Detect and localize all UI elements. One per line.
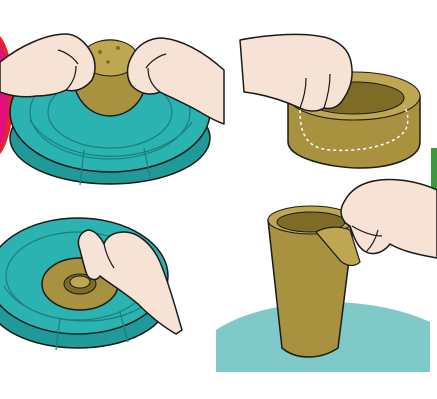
hand-pinching-wall-icon <box>240 34 352 111</box>
step-3-opening-panel <box>0 218 182 350</box>
hands-centering-icon <box>0 34 95 97</box>
step-1-centering-panel <box>0 34 224 185</box>
step-2-pinching-panel <box>240 34 420 168</box>
step-4-smoothing-panel <box>216 179 437 372</box>
